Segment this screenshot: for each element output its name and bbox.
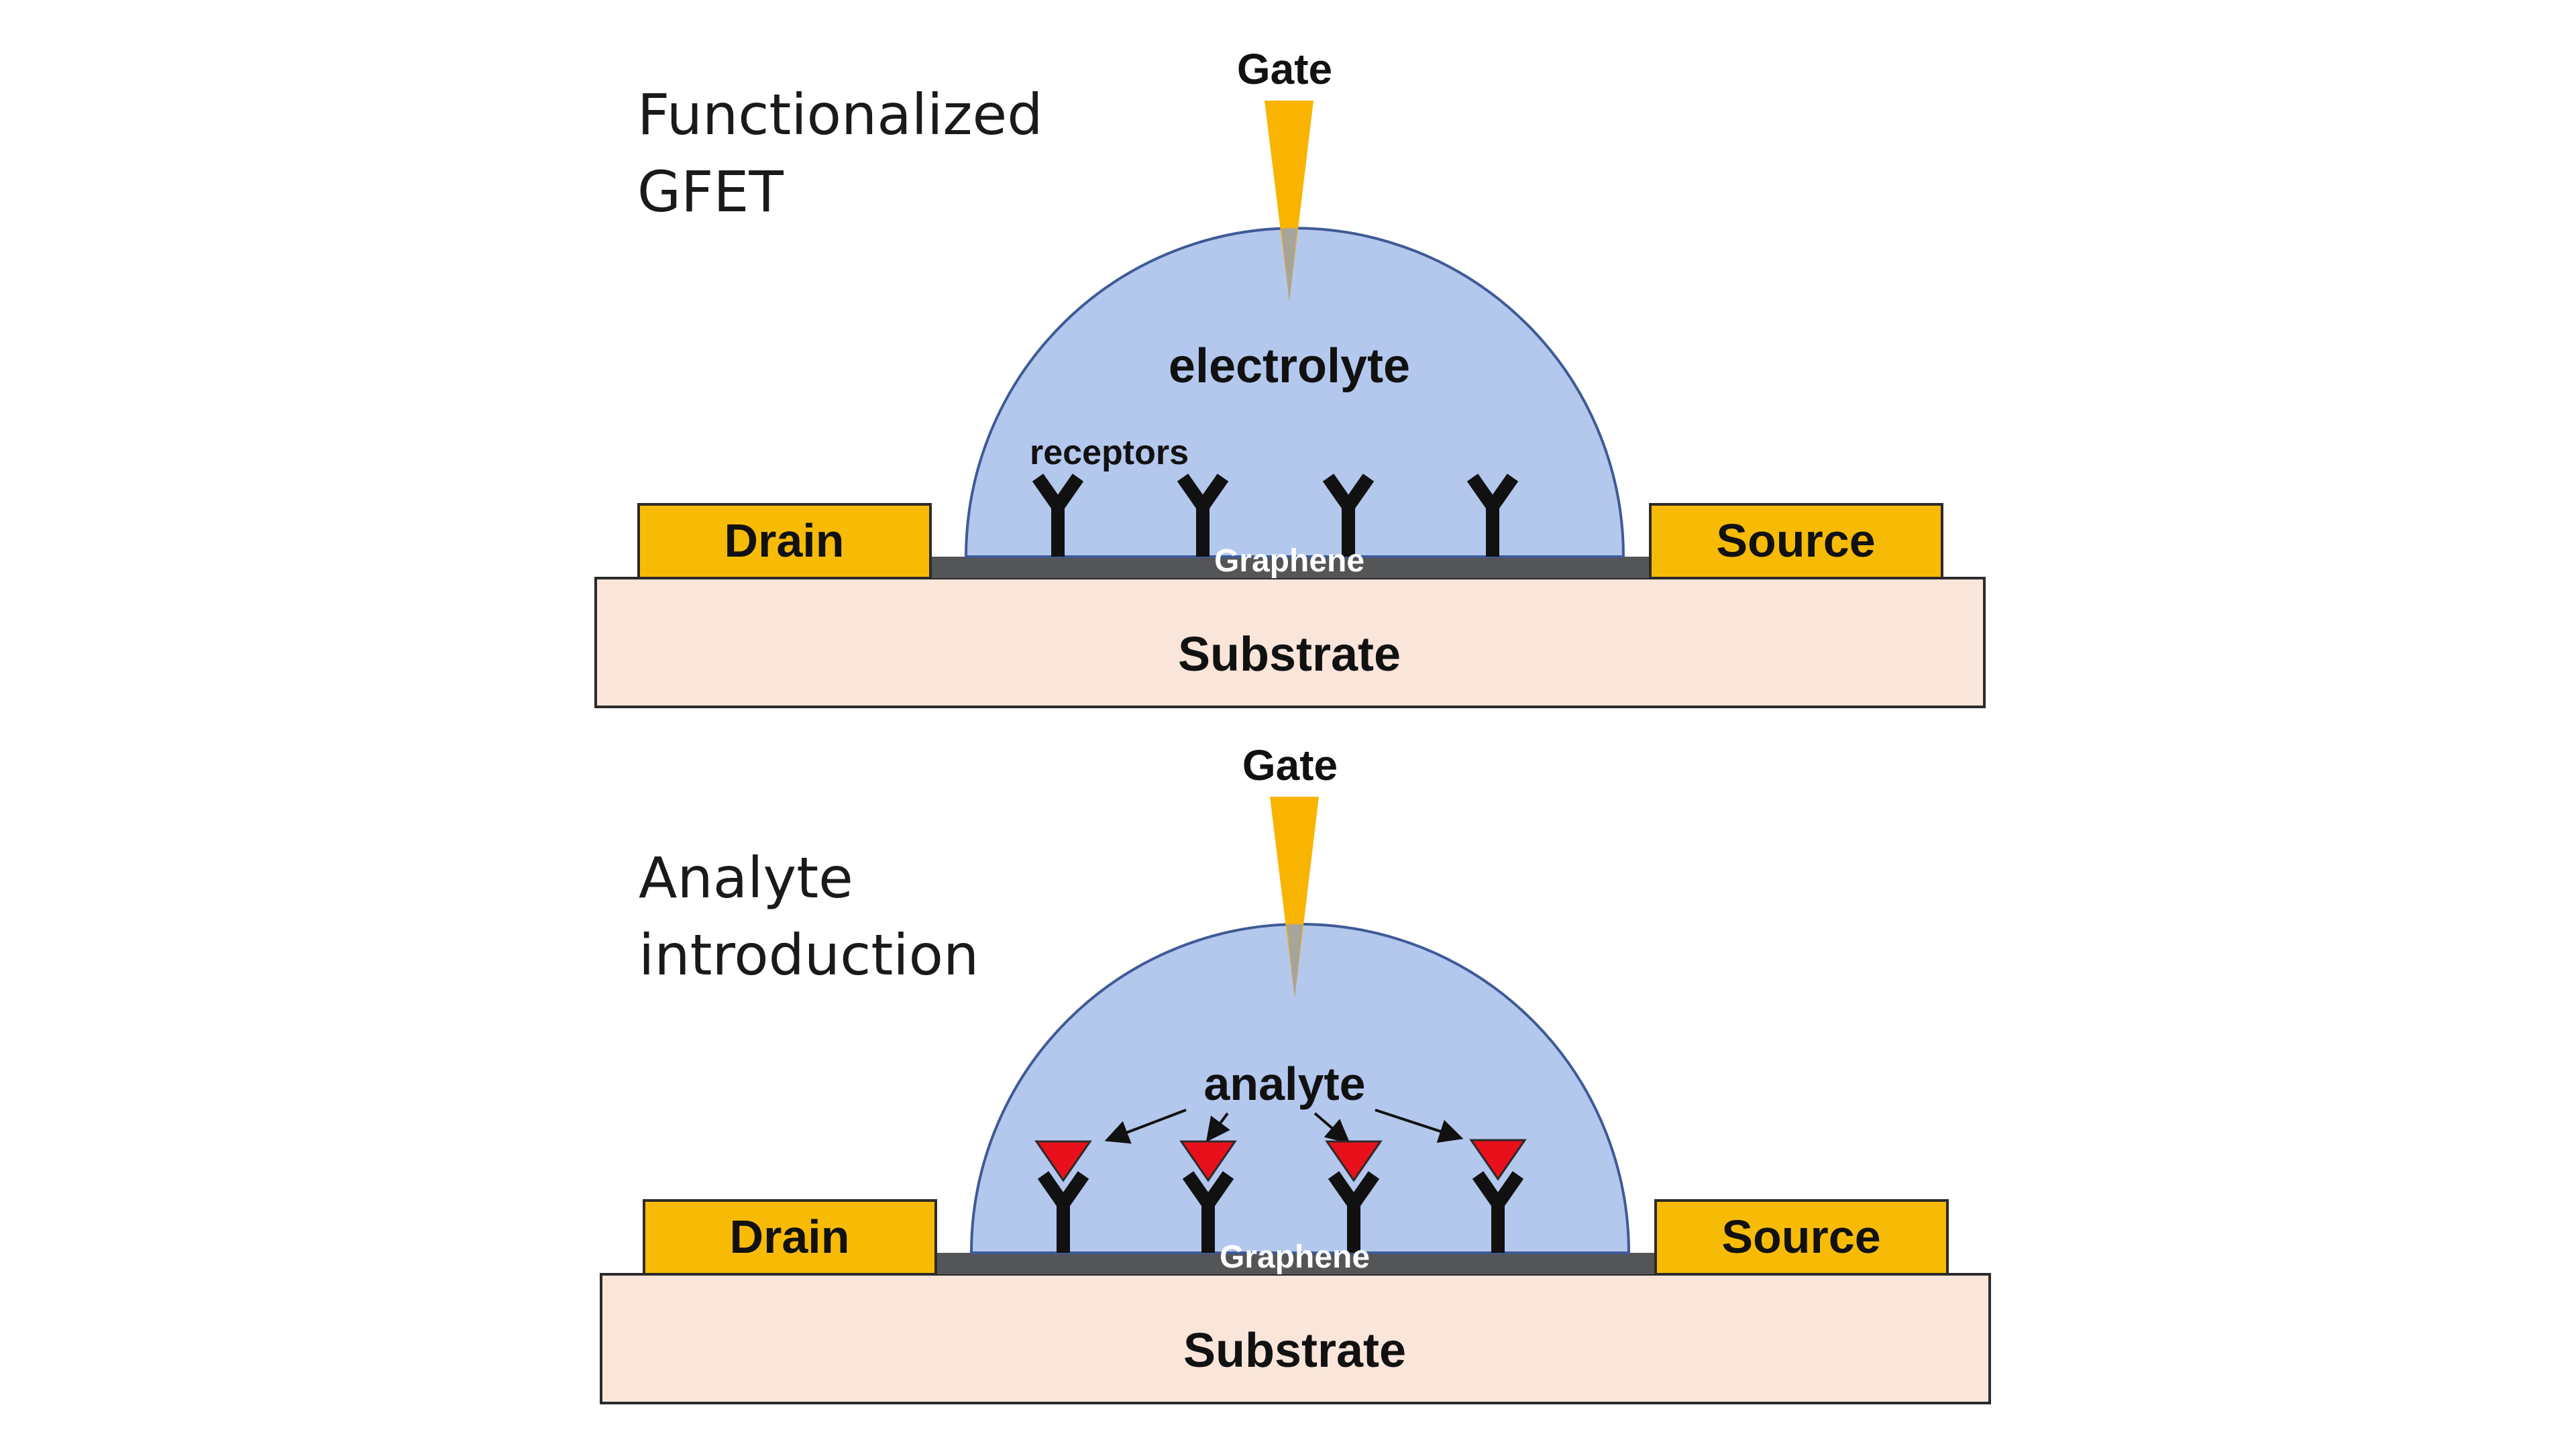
graphene-label: Graphene xyxy=(1220,1239,1370,1275)
panel-title-line2: GFET xyxy=(637,159,784,225)
electrolyte-dome xyxy=(969,923,1631,1254)
substrate-label: Substrate xyxy=(1183,1324,1406,1378)
gate-label: Gate xyxy=(1242,741,1338,789)
substrate-label: Substrate xyxy=(1178,628,1401,681)
analyte-triangle xyxy=(1179,1140,1237,1182)
substrate xyxy=(594,577,1986,708)
receptor-with-analyte xyxy=(1469,1139,1527,1253)
gate-label: Gate xyxy=(1237,45,1332,93)
receptor xyxy=(1177,473,1229,557)
receptor xyxy=(1032,473,1084,557)
panel-title-line1: Analyte xyxy=(639,845,853,911)
analyte-arrow xyxy=(1313,1112,1350,1144)
analyte-arrow xyxy=(1375,1109,1464,1143)
panel-functionalized-gfet: Functionalized GFET Substrate Gate Drain… xyxy=(594,45,1986,708)
analyte-label: analyte xyxy=(1203,1058,1365,1110)
analyte-arrow xyxy=(1205,1112,1230,1142)
substrate xyxy=(600,1273,1991,1404)
receptor xyxy=(1322,473,1375,557)
analyte-triangle xyxy=(1469,1139,1527,1181)
receptor xyxy=(1466,473,1519,557)
receptor-with-analyte xyxy=(1179,1140,1237,1253)
analyte-triangle xyxy=(1034,1140,1092,1182)
graphene-layer xyxy=(934,1253,1656,1274)
source-label: Source xyxy=(1721,1211,1880,1263)
gate-electrode xyxy=(1265,101,1313,302)
source-label: Source xyxy=(1716,514,1875,567)
panel-analyte-introduction: Analyte introduction Substrate Gate Drai… xyxy=(600,741,1991,1404)
electrolyte-dome xyxy=(964,227,1625,558)
receptors-label: receptors xyxy=(1030,433,1189,472)
analyte-triangle xyxy=(1325,1140,1383,1182)
drain-electrode xyxy=(643,1199,937,1276)
receptor-with-analyte xyxy=(1034,1140,1092,1253)
graphene-layer xyxy=(929,557,1650,578)
electrolyte-label: electrolyte xyxy=(1169,339,1410,393)
graphene-label: Graphene xyxy=(1214,543,1364,579)
receptor-with-analyte xyxy=(1325,1140,1383,1253)
drain-label: Drain xyxy=(724,514,845,567)
drain-label: Drain xyxy=(730,1211,850,1263)
analyte-arrow xyxy=(1104,1109,1187,1144)
panel-title-line1: Functionalized xyxy=(637,82,1043,148)
panel-title-line2: introduction xyxy=(639,922,979,988)
source-electrode xyxy=(1654,1199,1949,1276)
source-electrode xyxy=(1649,503,1943,579)
drain-electrode xyxy=(637,503,932,579)
gate-electrode xyxy=(1270,797,1319,998)
